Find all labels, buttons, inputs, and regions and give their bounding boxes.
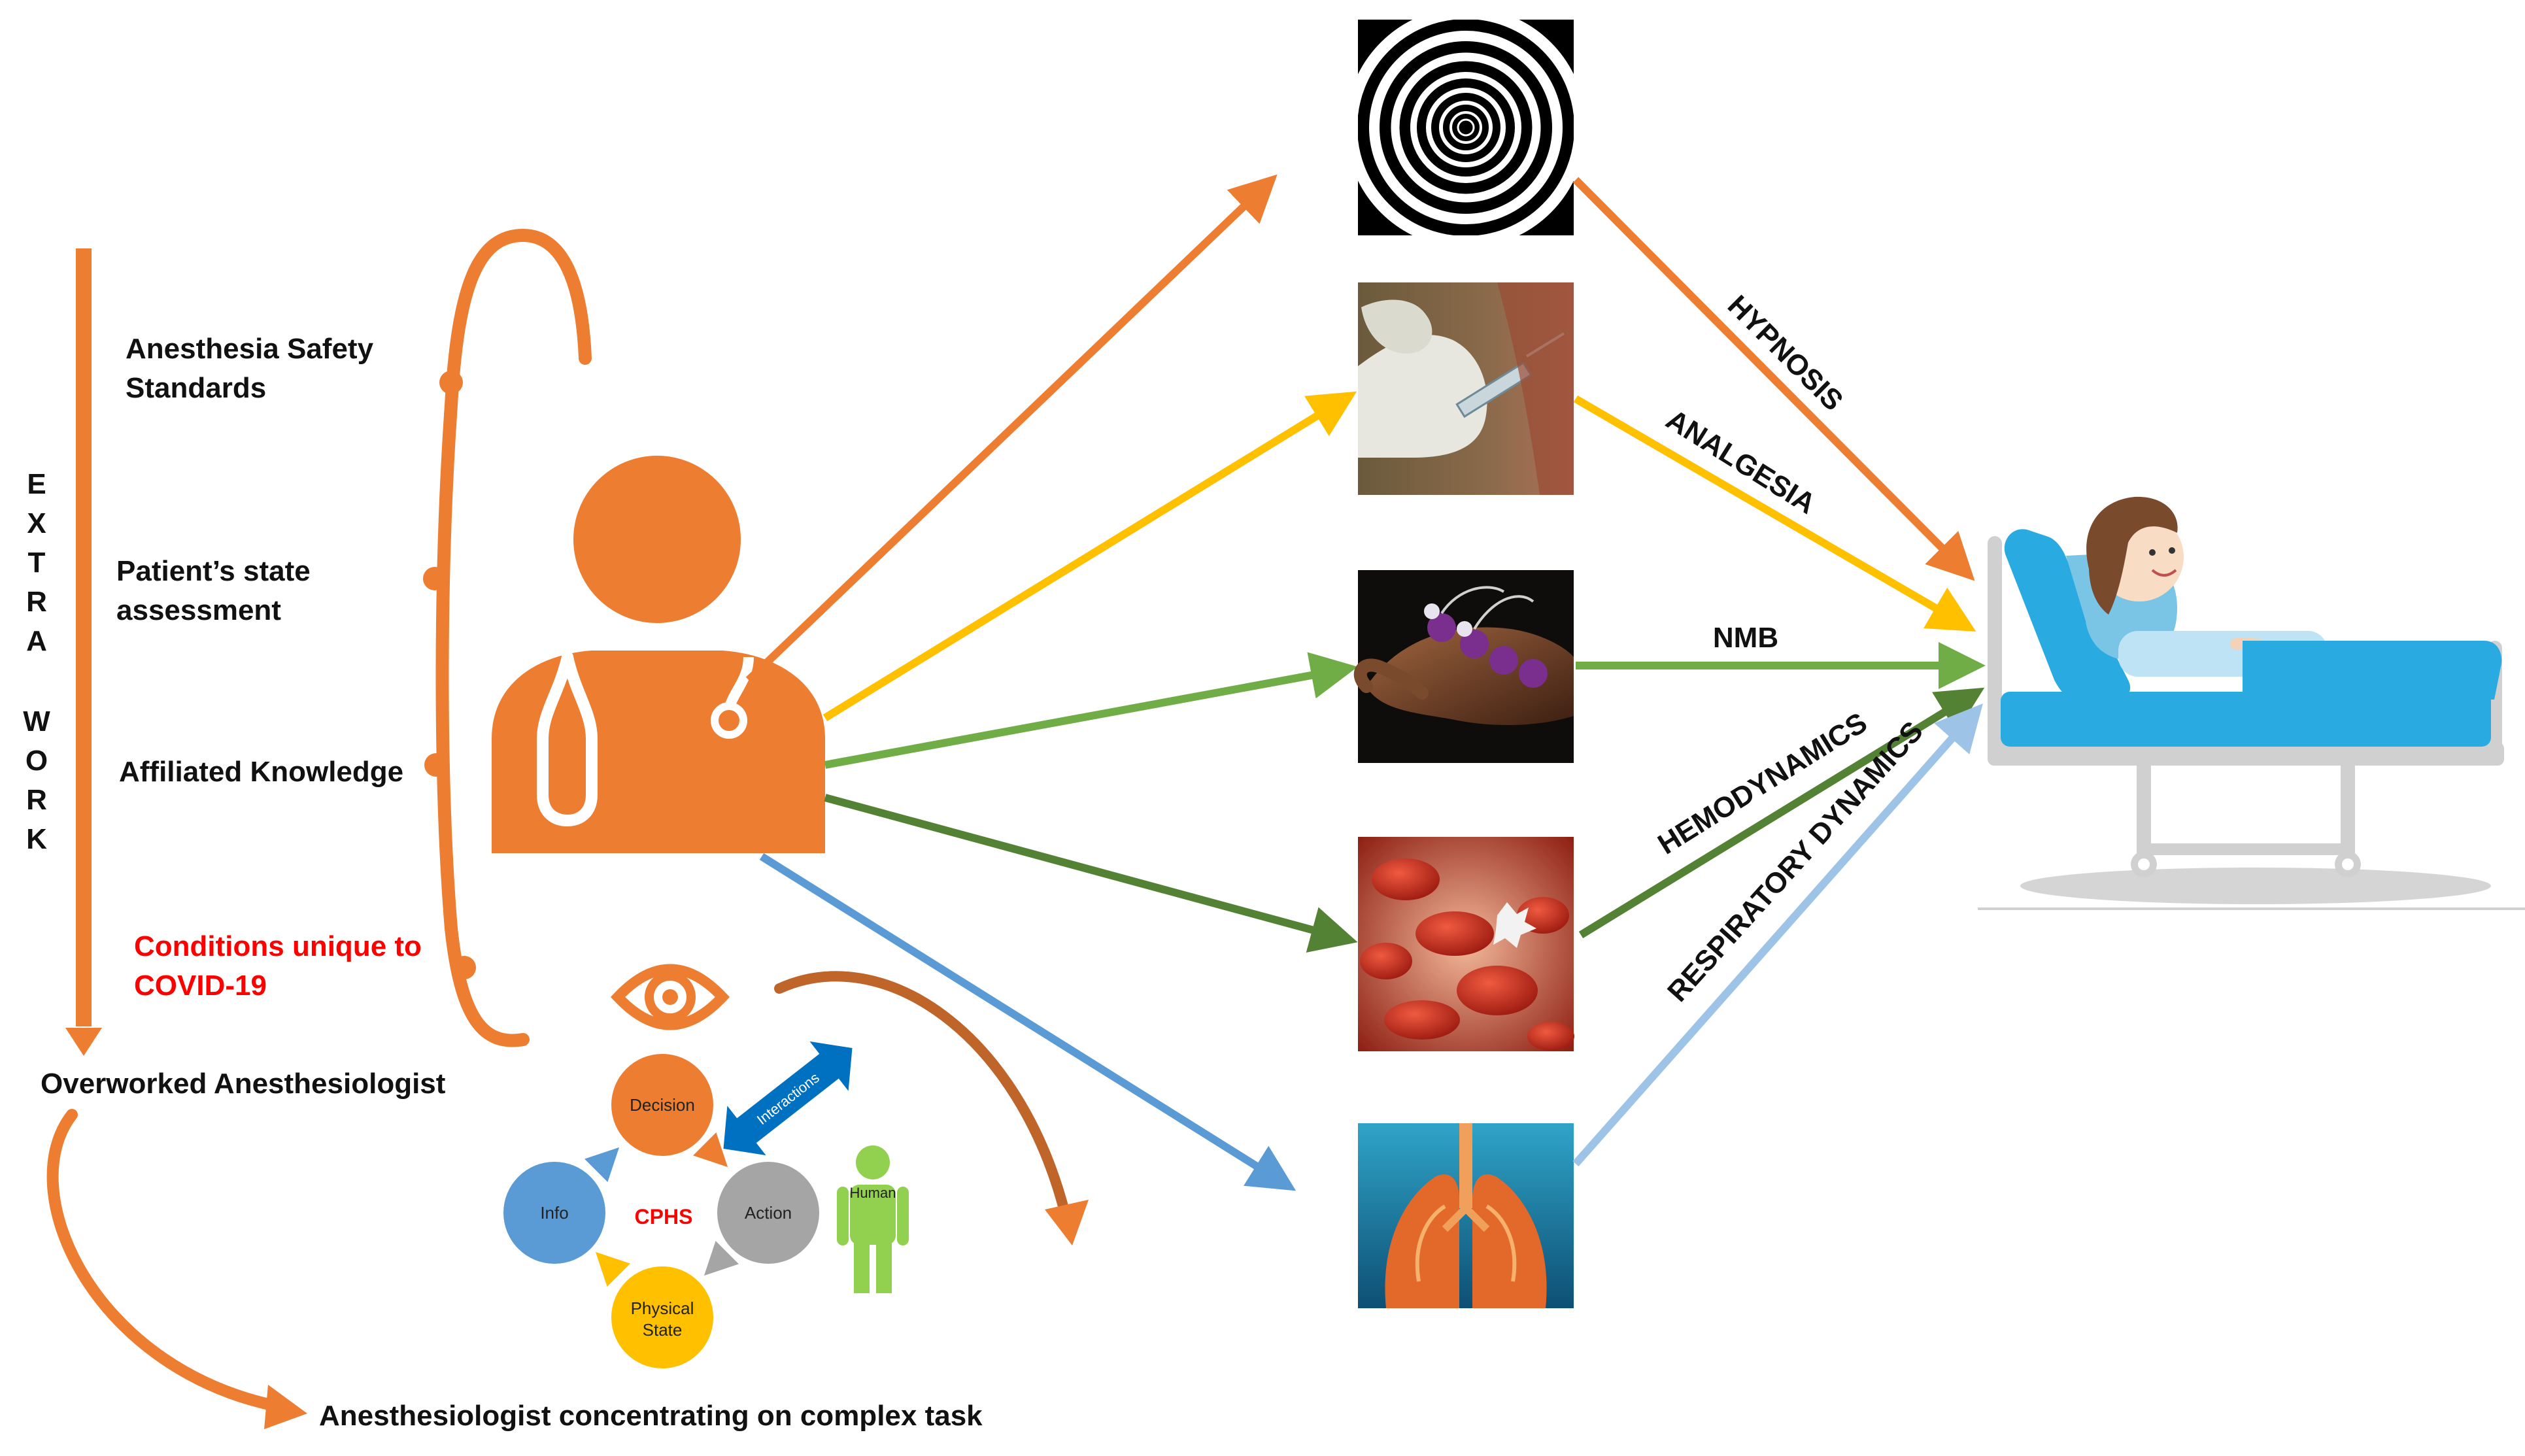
- hemodynamics-output-arrow: [1578, 687, 1985, 939]
- cycle-arrow: [693, 1132, 728, 1168]
- blood-cells-image: [1358, 837, 1574, 1051]
- side-panel: E X T R A W O R K Anesthesia Safety Stan…: [23, 228, 983, 1432]
- bracket-node: [423, 567, 447, 590]
- bracket-node: [439, 371, 463, 394]
- cphs-center-label: CPHS: [635, 1205, 693, 1228]
- cycle-arrow: [595, 1251, 630, 1287]
- bracket-node: [424, 753, 448, 777]
- bracket-node: [452, 956, 476, 979]
- extra-work-arrow-head: [65, 1028, 102, 1056]
- eye-icon: [611, 964, 730, 1030]
- concentrating-label: Anesthesiologist concentrating on comple…: [319, 1400, 983, 1432]
- human-figure-icon: [837, 1145, 909, 1293]
- wrist-electrodes-image: [1353, 570, 1574, 763]
- cphs-cluster: Decision Action Physical State Info CPHS…: [503, 964, 1089, 1368]
- patient-state-label: Patient’s state: [116, 555, 311, 587]
- doctor-outputs: [745, 174, 1358, 1191]
- hemodynamics-label: HEMODYNAMICS: [1652, 707, 1873, 861]
- cphs-curve-arrow-head: [1045, 1200, 1089, 1245]
- overworked-label: Overworked Anesthesiologist: [41, 1068, 446, 1100]
- affiliated-knowledge-label: Affiliated Knowledge: [119, 756, 403, 788]
- physical-state-node: [611, 1266, 713, 1368]
- extra-work-letter: O: [25, 745, 48, 777]
- hypnotic-spiral-image: [1358, 20, 1574, 235]
- action-node-label: Action: [745, 1203, 792, 1223]
- extra-work-letter: A: [26, 625, 47, 657]
- extra-work-letter: W: [23, 705, 50, 737]
- cycle-arrow: [585, 1147, 620, 1182]
- patient-inputs: HYPNOSIS ANALGESIA NMB HEMODYNAMICS RESP…: [1572, 177, 1986, 1166]
- hypnosis-input-arrow: [745, 174, 1278, 683]
- physical-state-label-line2: State: [643, 1320, 683, 1340]
- physical-state-label: Physical: [631, 1298, 694, 1318]
- action-node: [717, 1162, 819, 1264]
- concentration-curve-arrow: [46, 1109, 280, 1412]
- interactions-double-arrow: Interactions: [723, 1041, 853, 1156]
- respiratory-output-arrow: [1572, 703, 1983, 1166]
- hemodynamics-input-arrow: [824, 794, 1358, 953]
- concentration-curve-arrow-head: [264, 1385, 307, 1429]
- safety-standards-label-line2: Standards: [126, 372, 266, 404]
- respiratory-input-arrow: [759, 853, 1296, 1191]
- extra-work-letter: E: [27, 468, 46, 500]
- analgesia-output-arrow: [1573, 395, 1976, 632]
- extra-work-vertical-label: E X T R A W O R K: [23, 468, 50, 855]
- info-node: [503, 1162, 605, 1264]
- covid-conditions-label: Conditions unique to: [134, 930, 422, 962]
- decision-node-label: Decision: [630, 1095, 695, 1115]
- extra-work-letter: T: [28, 547, 46, 579]
- nmb-label: NMB: [1713, 622, 1778, 654]
- cycle-arrow: [703, 1241, 739, 1276]
- safety-standards-label: Anesthesia Safety: [126, 333, 374, 365]
- workload-bracket: [435, 228, 592, 1047]
- extra-work-letter: X: [27, 507, 46, 539]
- human-label: Human: [850, 1185, 896, 1201]
- extra-work-letter: K: [26, 823, 47, 855]
- patient-in-bed-icon: [1978, 496, 2525, 910]
- lungs-image: [1358, 1123, 1574, 1308]
- info-node-label: Info: [540, 1203, 568, 1223]
- hypnosis-output-arrow: [1572, 177, 1975, 581]
- analgesia-input-arrow: [822, 391, 1357, 722]
- patient-state-label-line2: assessment: [116, 594, 281, 626]
- injection-image: [1358, 282, 1574, 495]
- doctor-stethoscope-icon: [492, 456, 825, 853]
- decision-node: [611, 1054, 713, 1156]
- extra-work-letter: R: [26, 784, 47, 816]
- covid-conditions-label-line2: COVID-19: [134, 970, 267, 1002]
- cphs-curve-arrow: [774, 971, 1071, 1221]
- hypnosis-label: HYPNOSIS: [1721, 289, 1849, 416]
- nmb-input-arrow: [824, 652, 1358, 769]
- extra-work-letter: R: [26, 586, 47, 618]
